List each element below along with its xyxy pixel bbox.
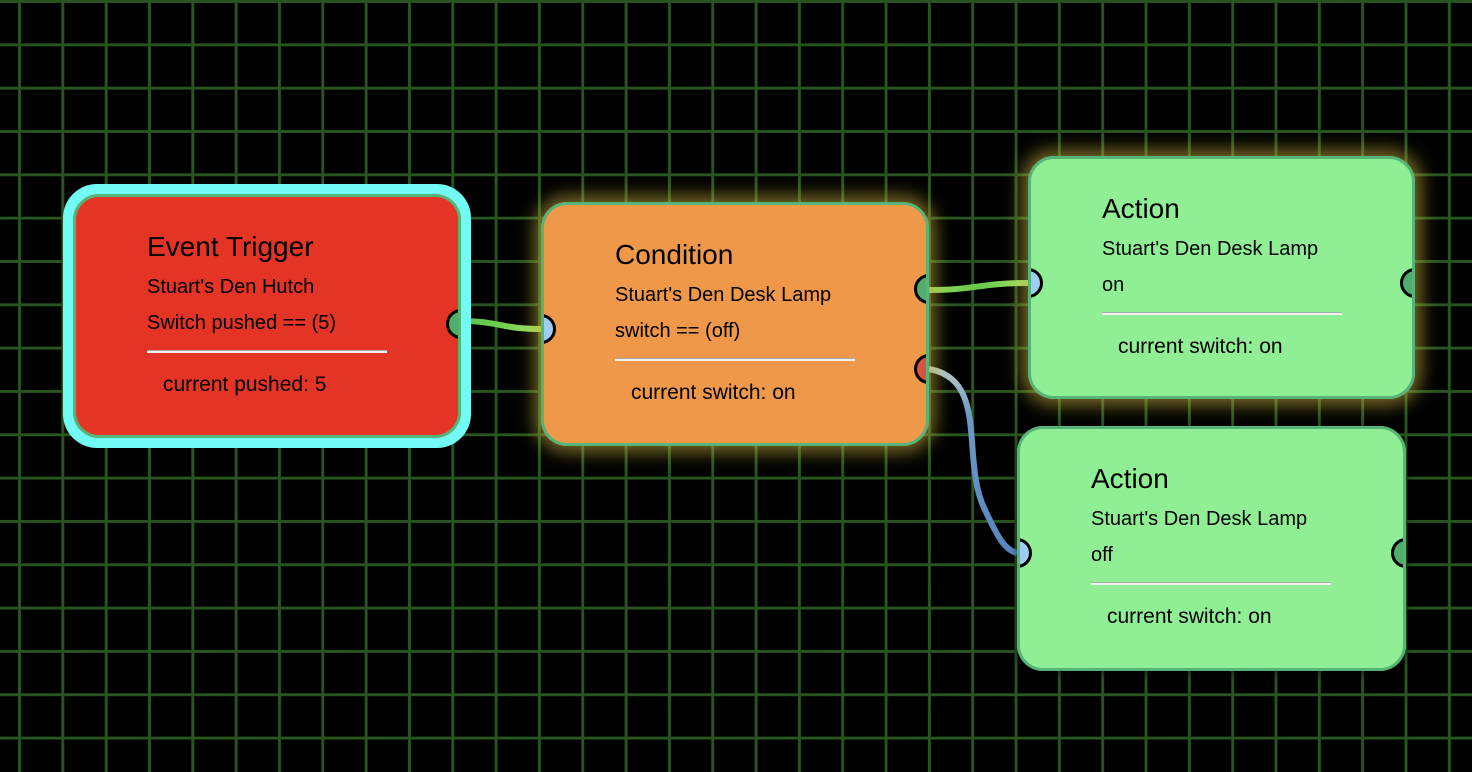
node-current-value: current switch: on (1107, 605, 1272, 628)
node-device: Stuart's Den Hutch (147, 276, 315, 298)
input-port[interactable] (1017, 538, 1032, 568)
node-action-on[interactable]: Action Stuart's Den Desk Lamp on current… (1028, 156, 1415, 399)
node-divider (147, 350, 387, 353)
node-detail: switch == (off) (615, 320, 741, 342)
true-output-port[interactable] (914, 274, 929, 304)
connection-condition-true-to-action-on[interactable] (928, 280, 1029, 293)
output-port[interactable] (1391, 538, 1406, 568)
node-detail: Switch pushed == (5) (147, 312, 336, 334)
node-current-value: current pushed: 5 (163, 373, 327, 396)
node-divider (1102, 312, 1342, 315)
node-divider (615, 358, 855, 361)
connection-event-to-condition[interactable] (459, 318, 542, 332)
node-detail: on (1102, 274, 1125, 296)
input-port[interactable] (541, 314, 556, 344)
node-current-value: current switch: on (631, 381, 796, 404)
input-port[interactable] (1028, 268, 1043, 298)
output-port[interactable] (446, 309, 461, 339)
connection-condition-false-to-action-off[interactable] (928, 366, 1018, 556)
node-device: Stuart's Den Desk Lamp (615, 284, 832, 306)
node-device: Stuart's Den Desk Lamp (1102, 238, 1319, 260)
node-divider (1091, 582, 1331, 585)
false-output-port[interactable] (914, 354, 929, 384)
node-title: Action (1091, 463, 1169, 494)
node-event-trigger[interactable]: Event Trigger Stuart's Den Hutch Switch … (73, 194, 461, 438)
node-title: Event Trigger (147, 231, 314, 262)
output-port[interactable] (1400, 268, 1415, 298)
node-title: Action (1102, 193, 1180, 224)
node-title: Condition (615, 239, 734, 270)
node-condition[interactable]: Condition Stuart's Den Desk Lamp switch … (541, 202, 929, 446)
node-detail: off (1091, 544, 1113, 566)
node-action-off[interactable]: Action Stuart's Den Desk Lamp off curren… (1017, 426, 1406, 671)
node-current-value: current switch: on (1118, 335, 1283, 358)
node-device: Stuart's Den Desk Lamp (1091, 508, 1308, 530)
